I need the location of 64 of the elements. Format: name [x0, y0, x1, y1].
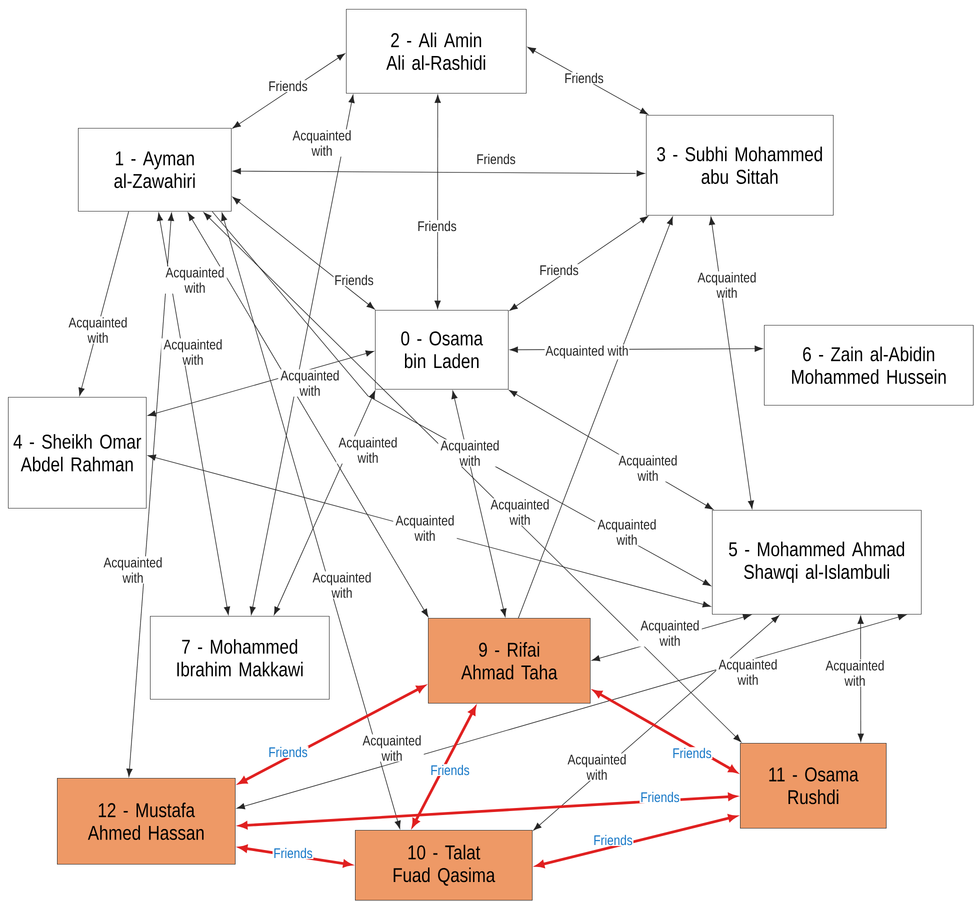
- edge-label: Acquainted with: [163, 266, 227, 294]
- edge-label: Acquainted with: [290, 129, 354, 157]
- edge-label: Acquainted with: [101, 556, 165, 584]
- edge-label: Acquainted with: [544, 344, 630, 360]
- arrow: [232, 53, 346, 128]
- person-box: 0 - Osama bin Laden: [375, 310, 509, 390]
- edge-label: Acquainted with: [616, 454, 680, 482]
- annotation: Acquainted with: [716, 658, 780, 686]
- arrow: [238, 685, 425, 784]
- arrow: [594, 690, 738, 773]
- edge-label: Acquainted with: [360, 734, 424, 762]
- person-box: 12 - Mustafa Ahmed Hassan: [57, 778, 236, 865]
- edge-label: Friends: [416, 220, 458, 232]
- arrow: [148, 454, 711, 608]
- edge-label: Acquainted with: [438, 439, 502, 467]
- arrow: [148, 350, 374, 416]
- person-box: 10 - Talat Fuad Qasima: [355, 830, 533, 901]
- person-box: 7 - Mohammed Ibrahim Makkawi: [150, 616, 330, 700]
- edge-label: Friends: [430, 764, 470, 776]
- arrow: [156, 212, 230, 615]
- person-box: 6 - Zain al-Abidin Mohammed Hussein: [764, 325, 974, 406]
- arrow: [274, 390, 376, 616]
- edge-label: Acquainted with: [336, 436, 400, 464]
- edge-label: Acquainted with: [393, 514, 457, 542]
- arrow: [527, 46, 648, 115]
- edge-label: Acquainted with: [823, 659, 887, 687]
- edge-label: Friends: [538, 264, 580, 276]
- arrow: [858, 616, 864, 742]
- arrow: [412, 706, 476, 827]
- edge-label: Acquainted with: [66, 316, 130, 344]
- arrow: [434, 94, 441, 309]
- person-box: 2 - Ali Amin Ali al-Rashidi: [346, 9, 527, 94]
- arrow: [236, 614, 906, 810]
- edge-label: Acquainted with: [488, 498, 552, 526]
- person-box: 11 - Osama Rushdi: [740, 743, 887, 829]
- arrow: [250, 94, 355, 615]
- arrow: [126, 212, 174, 777]
- edge-label: Acquainted with: [310, 571, 374, 599]
- arrow: [518, 216, 673, 618]
- edge-label: Friends: [672, 747, 712, 759]
- person-box: 5 - Mohammed Ahmad Shawqi al-Islambuli: [712, 510, 922, 615]
- arrow: [708, 216, 754, 509]
- edge-label: Acquainted with: [278, 369, 342, 397]
- arrow: [221, 212, 401, 829]
- edge-label: Acquainted with: [638, 619, 702, 647]
- edge-label: Acquainted with: [695, 271, 759, 299]
- edge-label: Acquainted with: [161, 338, 225, 366]
- arrow: [232, 196, 375, 310]
- person-box: 4 - Sheikh Omar Abdel Rahman: [8, 397, 147, 509]
- person-box: 1 - Ayman al-Zawahiri: [78, 128, 232, 212]
- edge-label: Acquainted with: [595, 518, 659, 546]
- edge-label: Friends: [268, 80, 308, 92]
- edge-label: Friends: [334, 274, 374, 286]
- arrow: [188, 212, 428, 618]
- person-box: 9 - Rifai Ahmad Taha: [428, 618, 591, 704]
- arrow: [232, 168, 645, 177]
- edge-label: Friends: [564, 72, 604, 84]
- edge-label: Acquainted with: [565, 753, 629, 781]
- person-box: 3 - Subhi Mohammed abu Sittah: [646, 115, 834, 216]
- edge-label: Friends: [268, 746, 308, 758]
- arrow: [509, 216, 648, 311]
- arrow: [451, 390, 507, 617]
- arrow: [204, 212, 742, 742]
- edge-label: Friends: [476, 153, 516, 165]
